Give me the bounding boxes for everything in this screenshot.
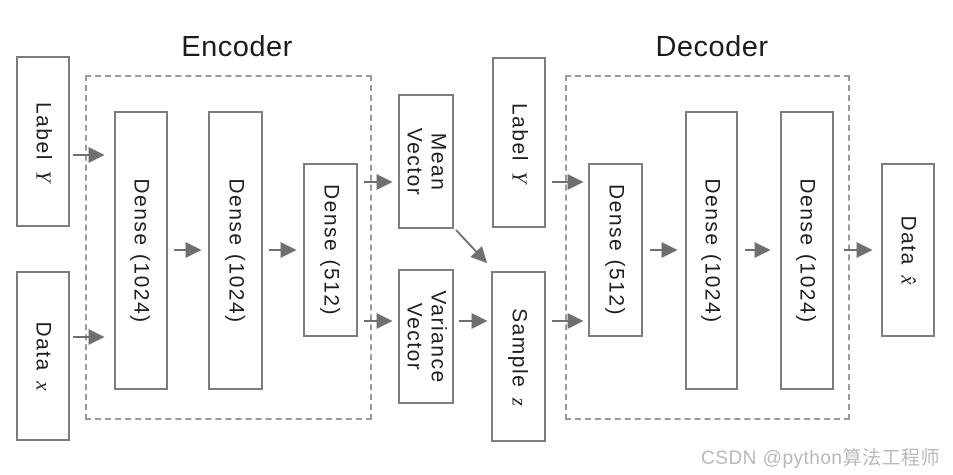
data-x-hat-text: Data x̂	[896, 215, 921, 285]
math-symbol-y: Y	[31, 169, 56, 182]
encoder-dense-1024-box-2: Dense (1024)	[208, 111, 263, 390]
decoder-dense-512-box: Dense (512)	[588, 163, 643, 337]
math-symbol-x-hat: x̂	[896, 275, 921, 285]
data-x-input-box: Data x	[16, 271, 70, 441]
box-label: Variance	[426, 289, 450, 384]
sample-z-text: Sample z	[507, 307, 532, 406]
encoder-region	[85, 75, 372, 420]
label-y-decoder-box: LabelY	[492, 57, 546, 228]
decoder-dense-1024-box-2: Dense (1024)	[780, 111, 834, 390]
label-y-decoder-text: LabelY	[507, 102, 532, 183]
box-label: Dense (1024)	[129, 177, 153, 324]
label-y-input-text: LabelY	[31, 101, 56, 182]
decoder-dense-1024-box-1: Dense (1024)	[685, 111, 738, 390]
box-label: Label	[31, 101, 55, 161]
encoder-dense-3-text: Dense (512)	[319, 184, 342, 316]
box-label: Vector	[403, 302, 426, 371]
decoder-dense-1-text: Dense (512)	[604, 184, 627, 316]
box-label: Data	[896, 215, 920, 266]
encoder-title: Encoder	[181, 31, 293, 63]
box-label: Vector	[403, 127, 426, 196]
encoder-dense-2-text: Dense (1024)	[224, 178, 247, 323]
data-x-hat-output-box: Data x̂	[881, 163, 935, 337]
label-y-input-box: LabelY	[16, 56, 70, 227]
watermark: CSDN @python算法工程师	[701, 448, 940, 469]
box-label: Dense (1024)	[700, 177, 724, 324]
box-label: Label	[507, 102, 531, 162]
math-symbol-y: Y	[507, 170, 532, 183]
sample-z-box: Sample z	[491, 271, 546, 442]
box-label: Data	[31, 321, 55, 372]
encoder-dense-512-box: Dense (512)	[303, 163, 358, 337]
box-label: Mean	[426, 132, 450, 191]
decoder-region	[565, 75, 850, 420]
box-label: Dense (1024)	[795, 177, 819, 324]
encoder-dense-1-text: Dense (1024)	[129, 177, 153, 324]
box-label: Dense (512)	[604, 183, 628, 317]
decoder-title: Decoder	[655, 31, 769, 63]
box-label: Sample	[507, 307, 531, 388]
encoder-dense-1024-box-1: Dense (1024)	[114, 111, 168, 390]
arrow-mean-to-sample-diagonal	[455, 229, 488, 264]
math-symbol-x: x	[31, 381, 56, 391]
math-symbol-z: z	[507, 397, 532, 406]
data-x-input-text: Data x	[31, 321, 56, 391]
box-label: Dense (512)	[319, 183, 343, 317]
decoder-dense-2-text: Dense (1024)	[700, 178, 723, 323]
box-label: Dense (1024)	[224, 177, 248, 324]
decoder-dense-3-text: Dense (1024)	[795, 177, 819, 324]
